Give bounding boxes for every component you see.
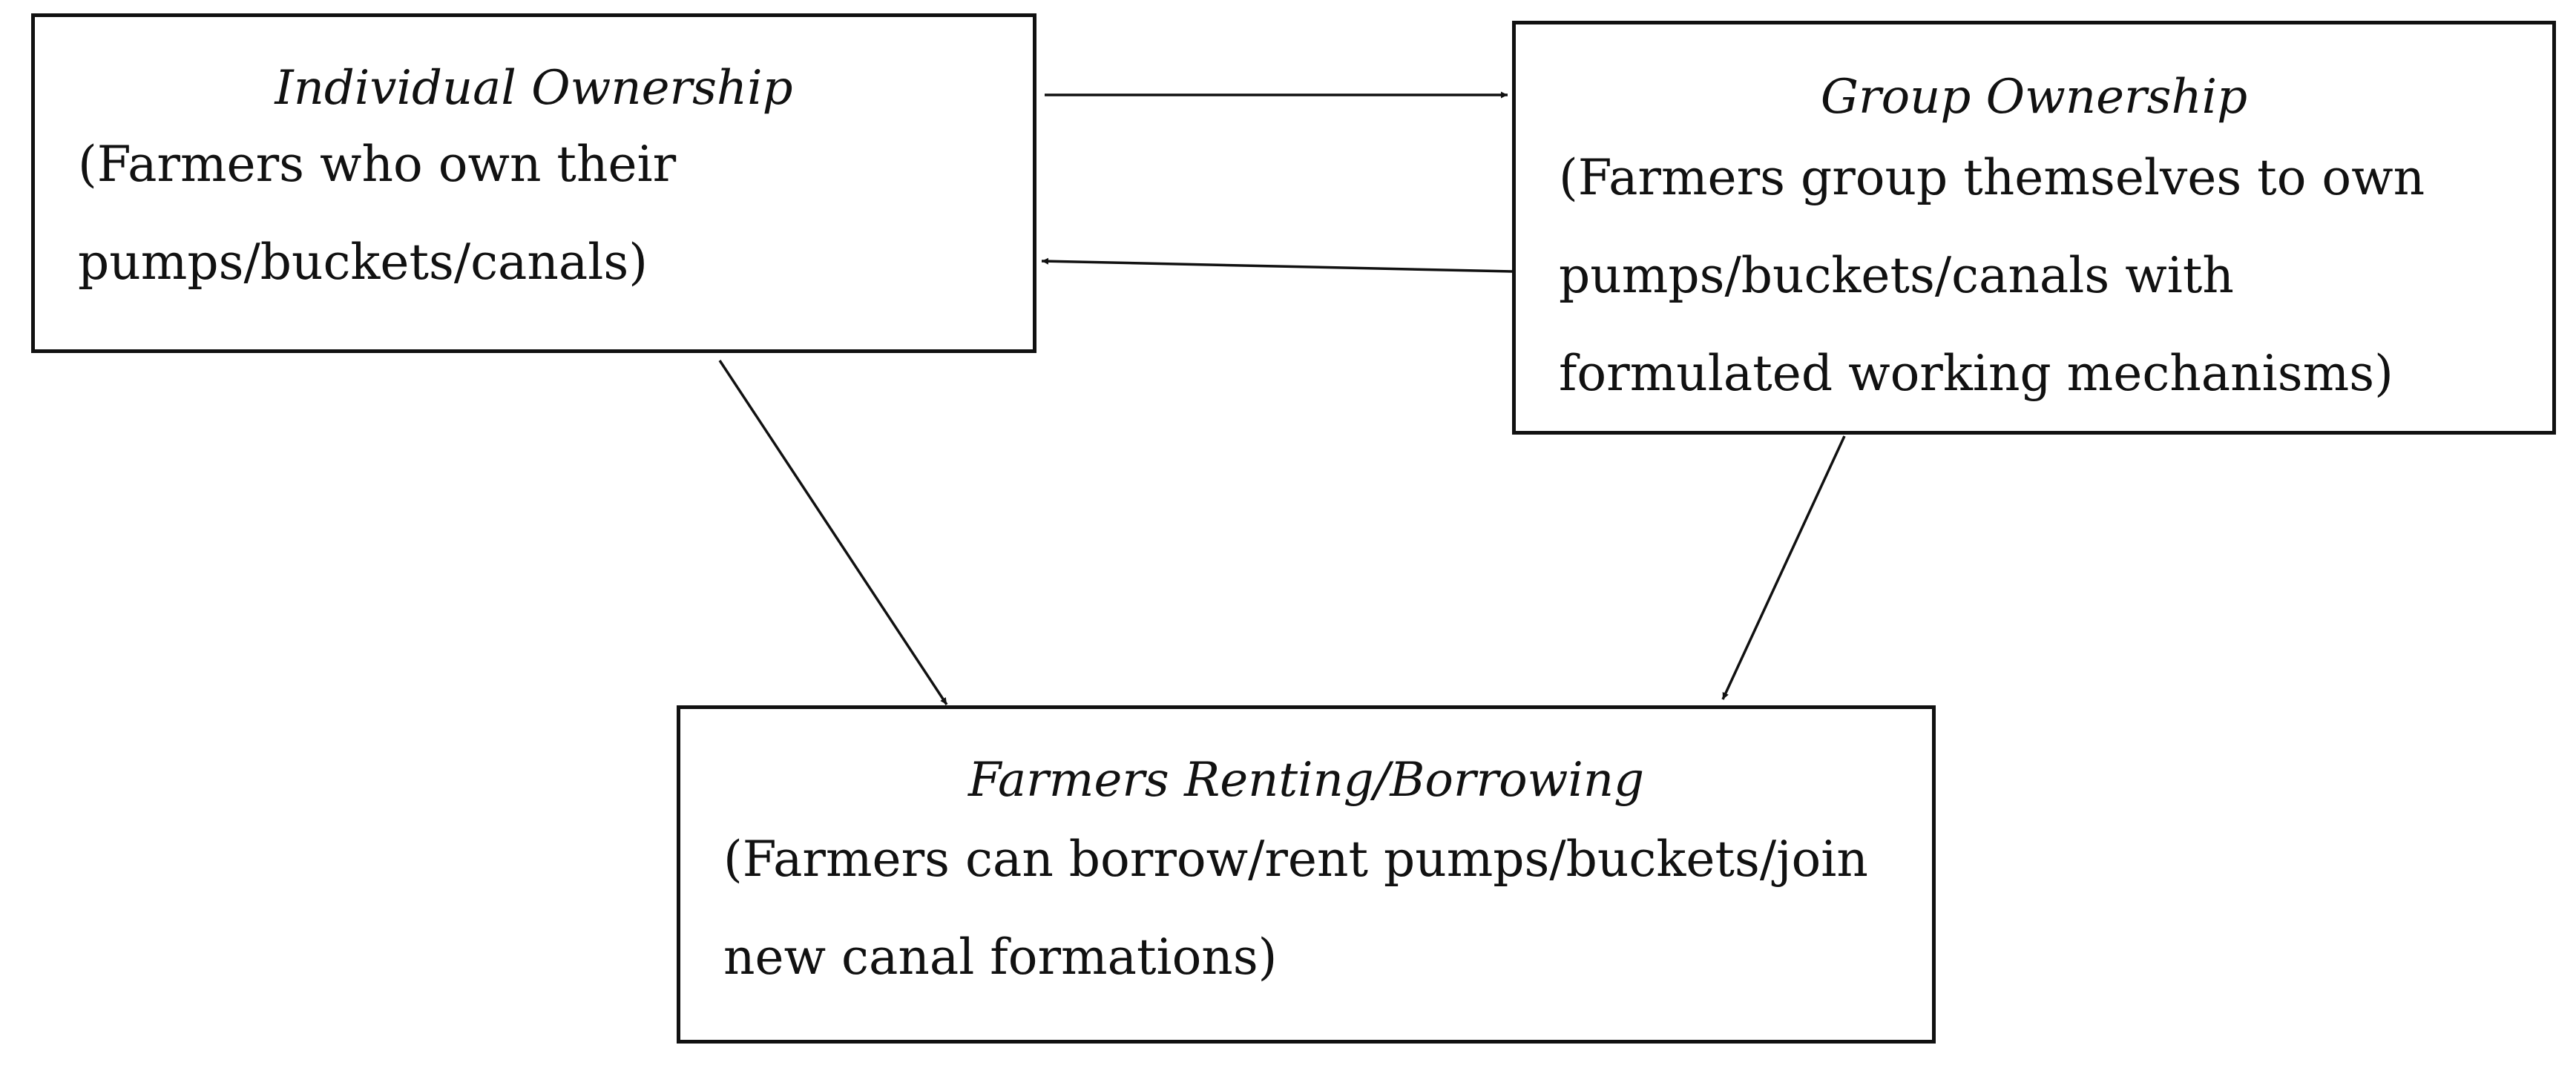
individual-ownership-description: (Farmers who own their pumps/buckets/can… <box>78 135 677 291</box>
individual-ownership-title: Individual Ownership <box>275 61 793 116</box>
farmers-renting-title: Farmers Renting/Borrowing <box>967 753 1645 808</box>
group-ownership-title: Group Ownership <box>1820 70 2248 125</box>
farmers-renting-box: Farmers Renting/Borrowing (Farmers can b… <box>677 705 1936 1044</box>
individual-ownership-box: Individual Ownership (Farmers who own th… <box>31 13 1036 353</box>
arrow-individual-to-renting <box>718 360 948 705</box>
farmers-renting-description: (Farmers can borrow/rent pumps/buckets/j… <box>723 830 1868 986</box>
group-ownership-box: Group Ownership (Farmers group themselve… <box>1512 21 2556 435</box>
arrow-group-to-renting <box>1721 435 1846 700</box>
arrow-group-to-individual <box>1041 257 1513 273</box>
group-ownership-description: (Farmers group themselves to own pumps/b… <box>1559 148 2425 402</box>
